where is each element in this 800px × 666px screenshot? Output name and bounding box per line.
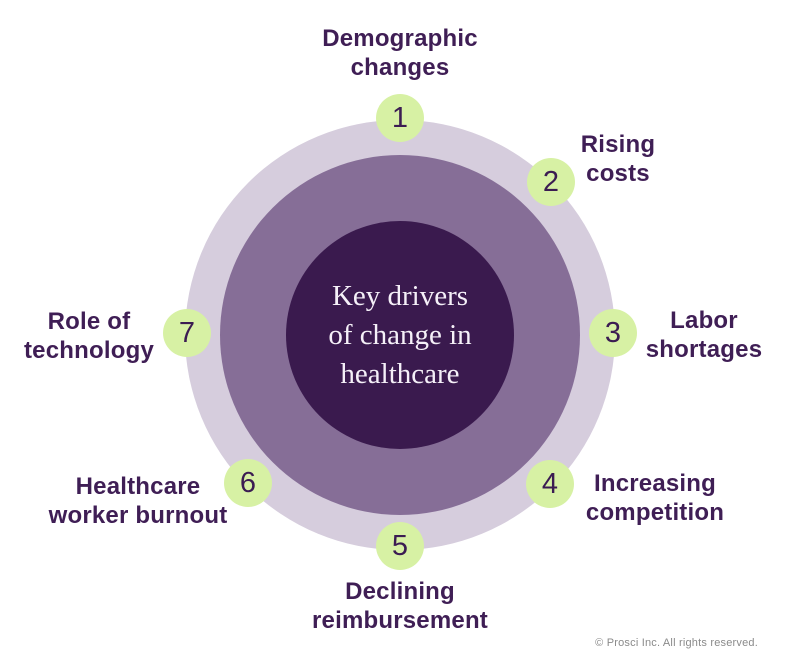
item-2-badge: 2	[527, 158, 575, 206]
item-2-label: Rising costs	[580, 131, 656, 187]
item-3-badge: 3	[589, 309, 637, 357]
item-3-label: Labor shortages	[645, 307, 763, 363]
item-6-badge: 6	[224, 459, 272, 507]
diagram-title: Key drivers of change in healthcare	[328, 279, 472, 390]
center-circle: Key drivers of change in healthcare	[286, 221, 514, 449]
item-4-label: Increasing competition	[585, 470, 725, 526]
item-5-badge: 5	[376, 522, 424, 570]
item-6-label: Healthcare worker burnout	[48, 473, 228, 529]
item-1-badge: 1	[376, 94, 424, 142]
item-4-badge: 4	[526, 460, 574, 508]
item-7-label: Role of technology	[23, 308, 154, 364]
copyright-notice: © Prosci Inc. All rights reserved.	[595, 637, 758, 649]
item-1-label: Demographic changes	[322, 25, 478, 81]
item-7-badge: 7	[163, 309, 211, 357]
item-5-label: Declining reimbursement	[312, 578, 488, 634]
